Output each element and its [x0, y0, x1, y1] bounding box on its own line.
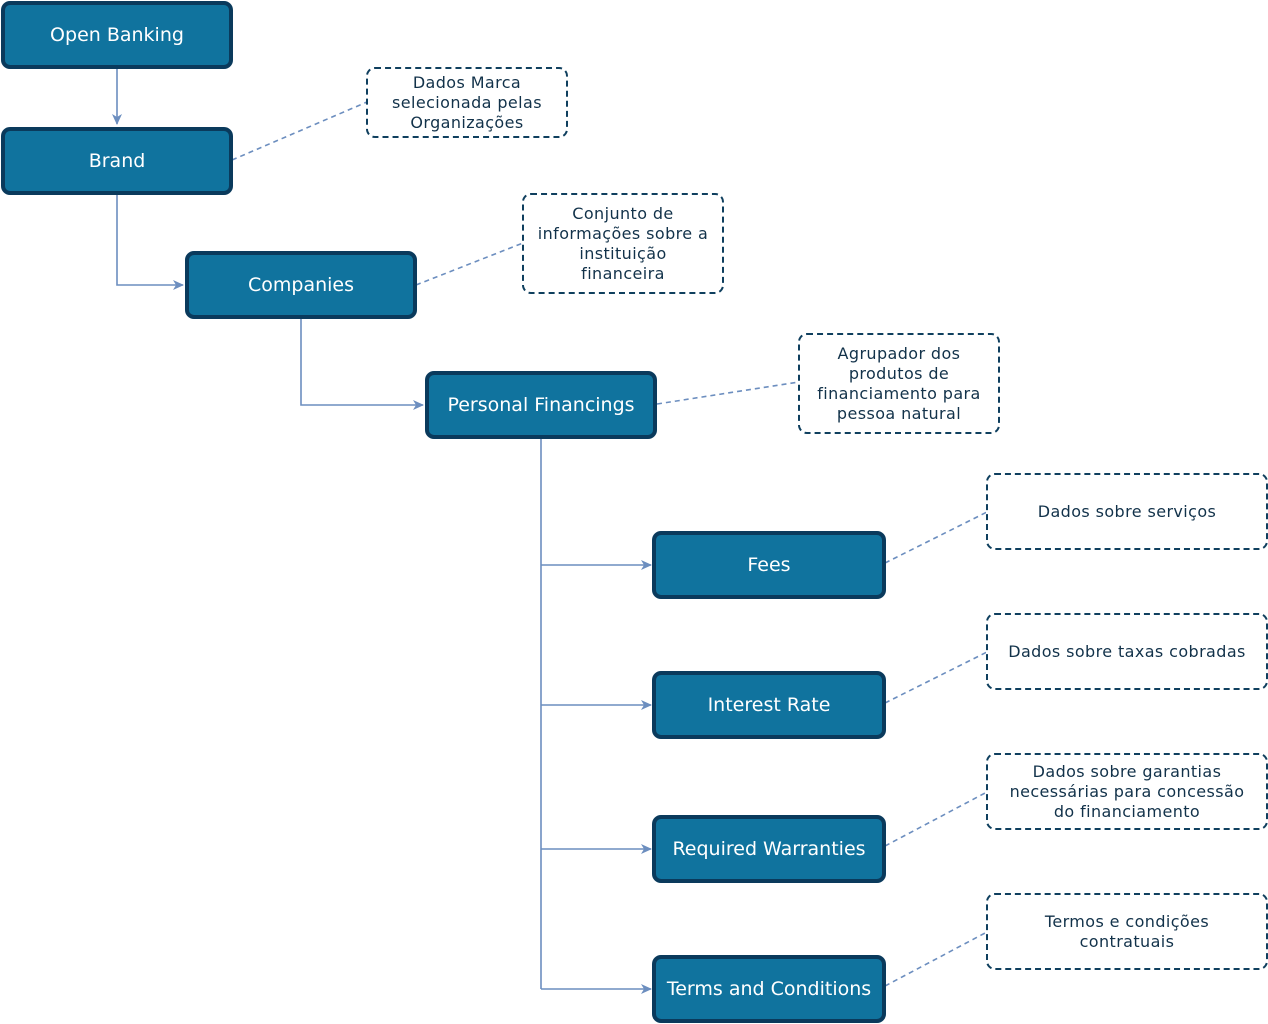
- note-link-required-warranties: [884, 791, 988, 847]
- note-link-companies: [415, 242, 524, 286]
- note-interest-rate: Dados sobre taxas cobradas: [986, 613, 1268, 690]
- note-companies: Conjunto de informações sobre a institui…: [522, 193, 724, 294]
- note-fees: Dados sobre serviços: [986, 473, 1268, 550]
- note-link-terms-and-conditions: [884, 931, 988, 987]
- node-open-banking[interactable]: Open Banking: [1, 1, 233, 69]
- connector-brand-companies: [116, 194, 184, 290]
- node-brand[interactable]: Brand: [1, 127, 233, 195]
- node-companies[interactable]: Companies: [185, 251, 417, 319]
- node-interest-rate[interactable]: Interest Rate: [652, 671, 886, 739]
- note-link-interest-rate: [884, 651, 988, 704]
- node-personal-financings[interactable]: Personal Financings: [425, 371, 657, 439]
- note-terms-and-conditions: Termos e condições contratuais: [986, 893, 1268, 970]
- note-link-personal-financings: [656, 381, 800, 405]
- connector-companies-personal-financings: [300, 318, 424, 410]
- note-personal-financings: Agrupador dos produtos de financiamento …: [798, 333, 1000, 434]
- note-required-warranties: Dados sobre garantias necessárias para c…: [986, 753, 1268, 830]
- note-link-fees: [884, 511, 988, 564]
- node-terms-and-conditions[interactable]: Terms and Conditions: [652, 955, 886, 1023]
- node-fees[interactable]: Fees: [652, 531, 886, 599]
- note-link-brand: [231, 101, 368, 161]
- note-brand: Dados Marca selecionada pelas Organizaçõ…: [366, 67, 568, 138]
- node-required-warranties[interactable]: Required Warranties: [652, 815, 886, 883]
